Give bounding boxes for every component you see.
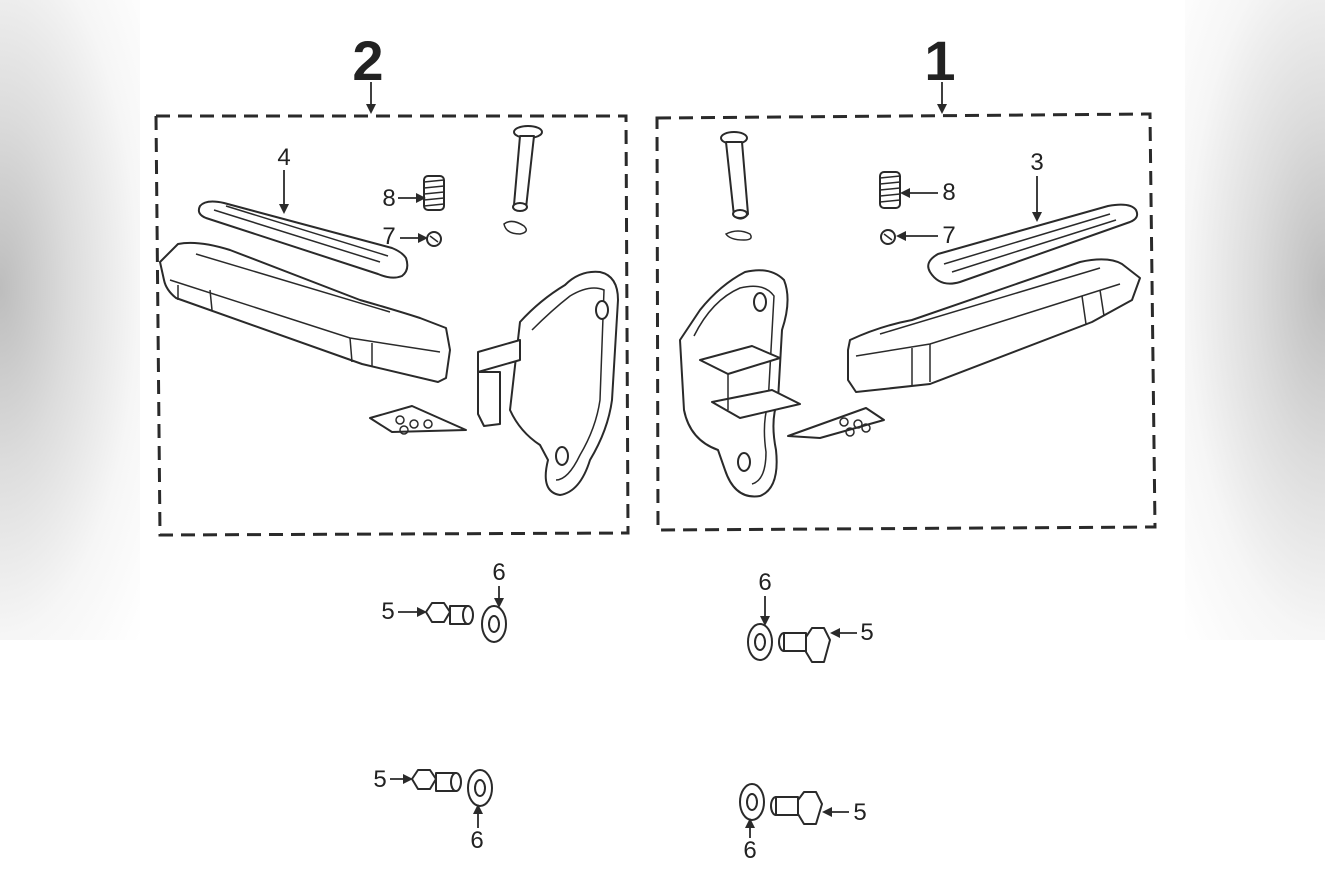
pivot-pin-left (512, 125, 543, 212)
background-shade-left (0, 0, 140, 640)
callout-8-left: 8 (382, 185, 395, 212)
clip-right (724, 230, 752, 241)
footpeg-rubber-right (927, 203, 1139, 285)
mounting-bracket-left (477, 270, 619, 496)
plate-left (369, 405, 467, 435)
callout-4: 4 (277, 144, 290, 171)
callout-7-left: 7 (382, 223, 395, 250)
assembly-number-left: 2 (352, 29, 383, 92)
footpeg-body-right (847, 258, 1141, 393)
background-shade-right (1185, 0, 1325, 640)
bolt-5-left-upper (425, 602, 474, 625)
callout-5-left-upper: 5 (381, 598, 394, 625)
callout-5-right-upper: 5 (860, 619, 873, 646)
callout-6-left-upper: 6 (492, 559, 505, 586)
washer-6-left-upper (481, 605, 507, 643)
footpeg-body-left (159, 241, 451, 383)
callout-6-left-lower: 6 (470, 827, 483, 854)
callout-3: 3 (1030, 149, 1043, 176)
pivot-pin-right (720, 131, 749, 220)
callout-7-right: 7 (942, 222, 955, 249)
bolt-5-right-upper (778, 627, 831, 663)
assembly-number-right: 1 (924, 29, 955, 92)
plate-right (787, 407, 885, 439)
washer-6-right-upper (747, 623, 773, 661)
callout-6-right-lower: 6 (743, 837, 756, 864)
callout-5-left-lower: 5 (373, 766, 386, 793)
clip-left (503, 220, 527, 235)
assembly-frame-right (655, 112, 1157, 532)
ball-7-left (426, 231, 442, 247)
ball-7-right (880, 229, 896, 245)
spring-8-right (879, 171, 901, 209)
spring-8-left (423, 175, 445, 211)
callout-5-right-lower: 5 (853, 799, 866, 826)
callout-8-right: 8 (942, 179, 955, 206)
callout-6-right-upper: 6 (758, 569, 771, 596)
bolt-5-right-lower (770, 791, 823, 825)
washer-6-right-lower (739, 783, 765, 821)
washer-6-left-lower (467, 769, 493, 807)
footpeg-rubber-left (197, 200, 409, 279)
assembly-frame-left (154, 114, 630, 537)
mounting-bracket-right (679, 269, 801, 498)
bolt-5-left-lower (411, 769, 462, 792)
